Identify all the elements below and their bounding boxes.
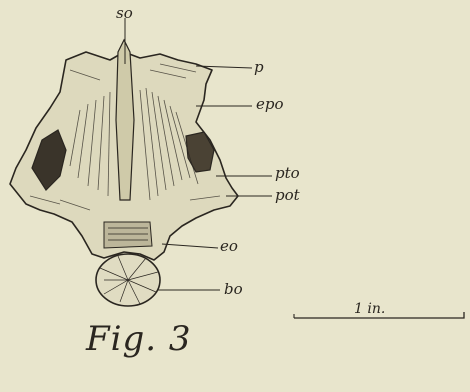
- scale-label: 1 in.: [354, 302, 385, 316]
- label-pto: pto: [275, 166, 300, 181]
- leader-eo: [162, 244, 218, 248]
- label-epo: epo: [256, 97, 284, 112]
- exoccipital: [104, 222, 152, 248]
- label-pot: pot: [275, 188, 300, 203]
- label-p: p: [254, 60, 264, 75]
- label-bo: bo: [224, 282, 243, 297]
- label-so: so: [116, 6, 133, 21]
- figure-caption: Fig. 3: [86, 322, 191, 356]
- label-eo: eo: [220, 239, 238, 254]
